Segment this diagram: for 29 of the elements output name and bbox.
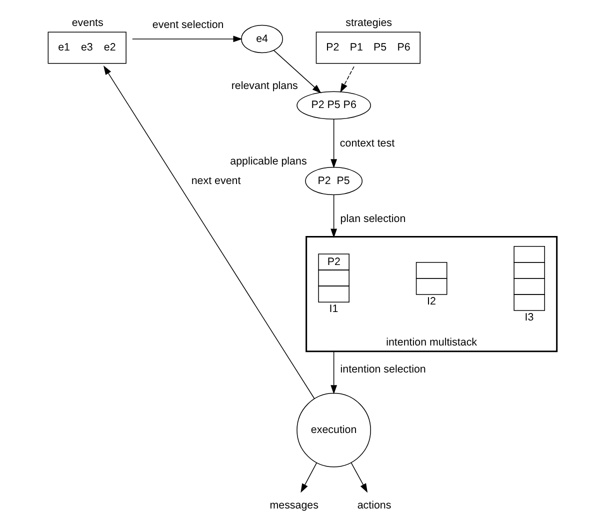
arrow bbox=[350, 462, 368, 493]
node-text: messages bbox=[270, 500, 318, 512]
arrow bbox=[274, 50, 322, 94]
edge-label: intention selection bbox=[340, 364, 426, 376]
node-label: I2 bbox=[426, 296, 436, 308]
node-box: P2 P1 P5 P6 bbox=[316, 32, 420, 64]
node-ellipse: P2 P5 P6 bbox=[296, 91, 371, 120]
node-ellipse: e4 bbox=[241, 24, 284, 54]
arrow bbox=[132, 36, 242, 42]
node-text: actions bbox=[357, 500, 392, 512]
node-box: e1 e3 e2 bbox=[48, 32, 126, 64]
arrow bbox=[300, 462, 318, 493]
node-label: applicable plans bbox=[230, 155, 307, 168]
arrow bbox=[330, 119, 338, 168]
arrow bbox=[330, 350, 338, 394]
node-label: I1 bbox=[329, 303, 338, 316]
node-ellipse: P2 P5 bbox=[305, 166, 363, 196]
edge-label: plan selection bbox=[340, 213, 406, 226]
edge-label: event selection bbox=[152, 19, 224, 32]
node-label: I3 bbox=[524, 312, 534, 324]
arrow bbox=[330, 194, 338, 238]
arrow bbox=[103, 66, 315, 400]
arrow bbox=[340, 66, 354, 93]
edge-label: next event bbox=[191, 175, 241, 188]
node-label: events bbox=[72, 17, 104, 30]
node-circle: execution bbox=[296, 392, 371, 468]
node-label: strategies bbox=[346, 17, 392, 30]
node-label: relevant plans bbox=[231, 80, 298, 92]
edge-label: context test bbox=[340, 137, 395, 150]
